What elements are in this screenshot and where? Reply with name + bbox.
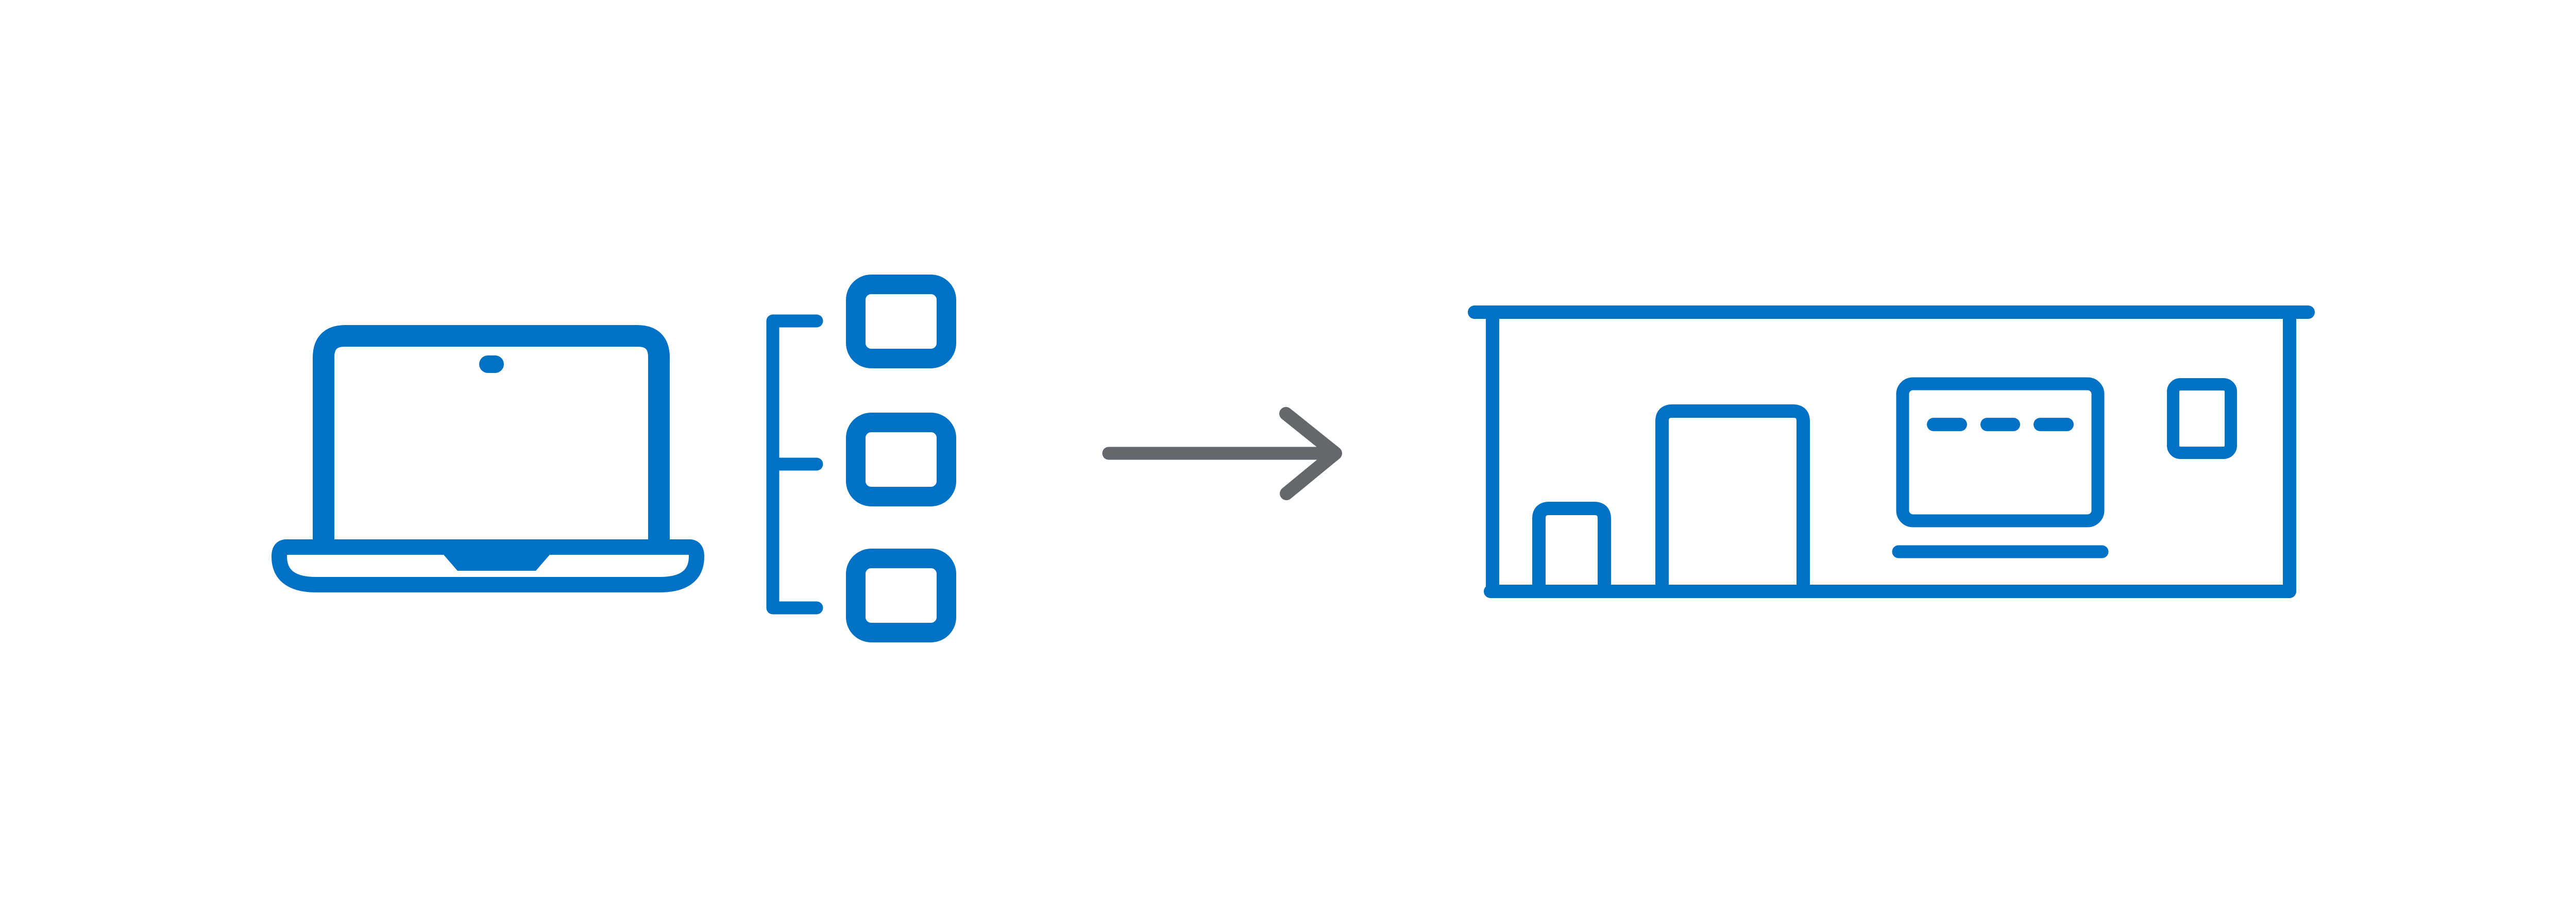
file-tree-node [846, 275, 956, 368]
file-tree-node [846, 549, 956, 642]
laptop-base-notch [431, 540, 563, 571]
laptop-camera-dot-icon [479, 355, 504, 373]
laptop-screen [313, 325, 670, 551]
arrow-right-icon [1102, 407, 1342, 500]
data-center-building-icon [1468, 305, 2315, 598]
window-icon [2167, 378, 2237, 459]
door-icon [1655, 404, 1810, 592]
file-tree-bracket [766, 314, 823, 615]
file-tree-node [846, 413, 956, 506]
arrow-head [1279, 407, 1342, 500]
server-screen-icon [1896, 377, 2105, 527]
laptop-icon [272, 325, 704, 592]
file-tree-icon [766, 275, 956, 642]
crate-icon [1532, 502, 1611, 592]
